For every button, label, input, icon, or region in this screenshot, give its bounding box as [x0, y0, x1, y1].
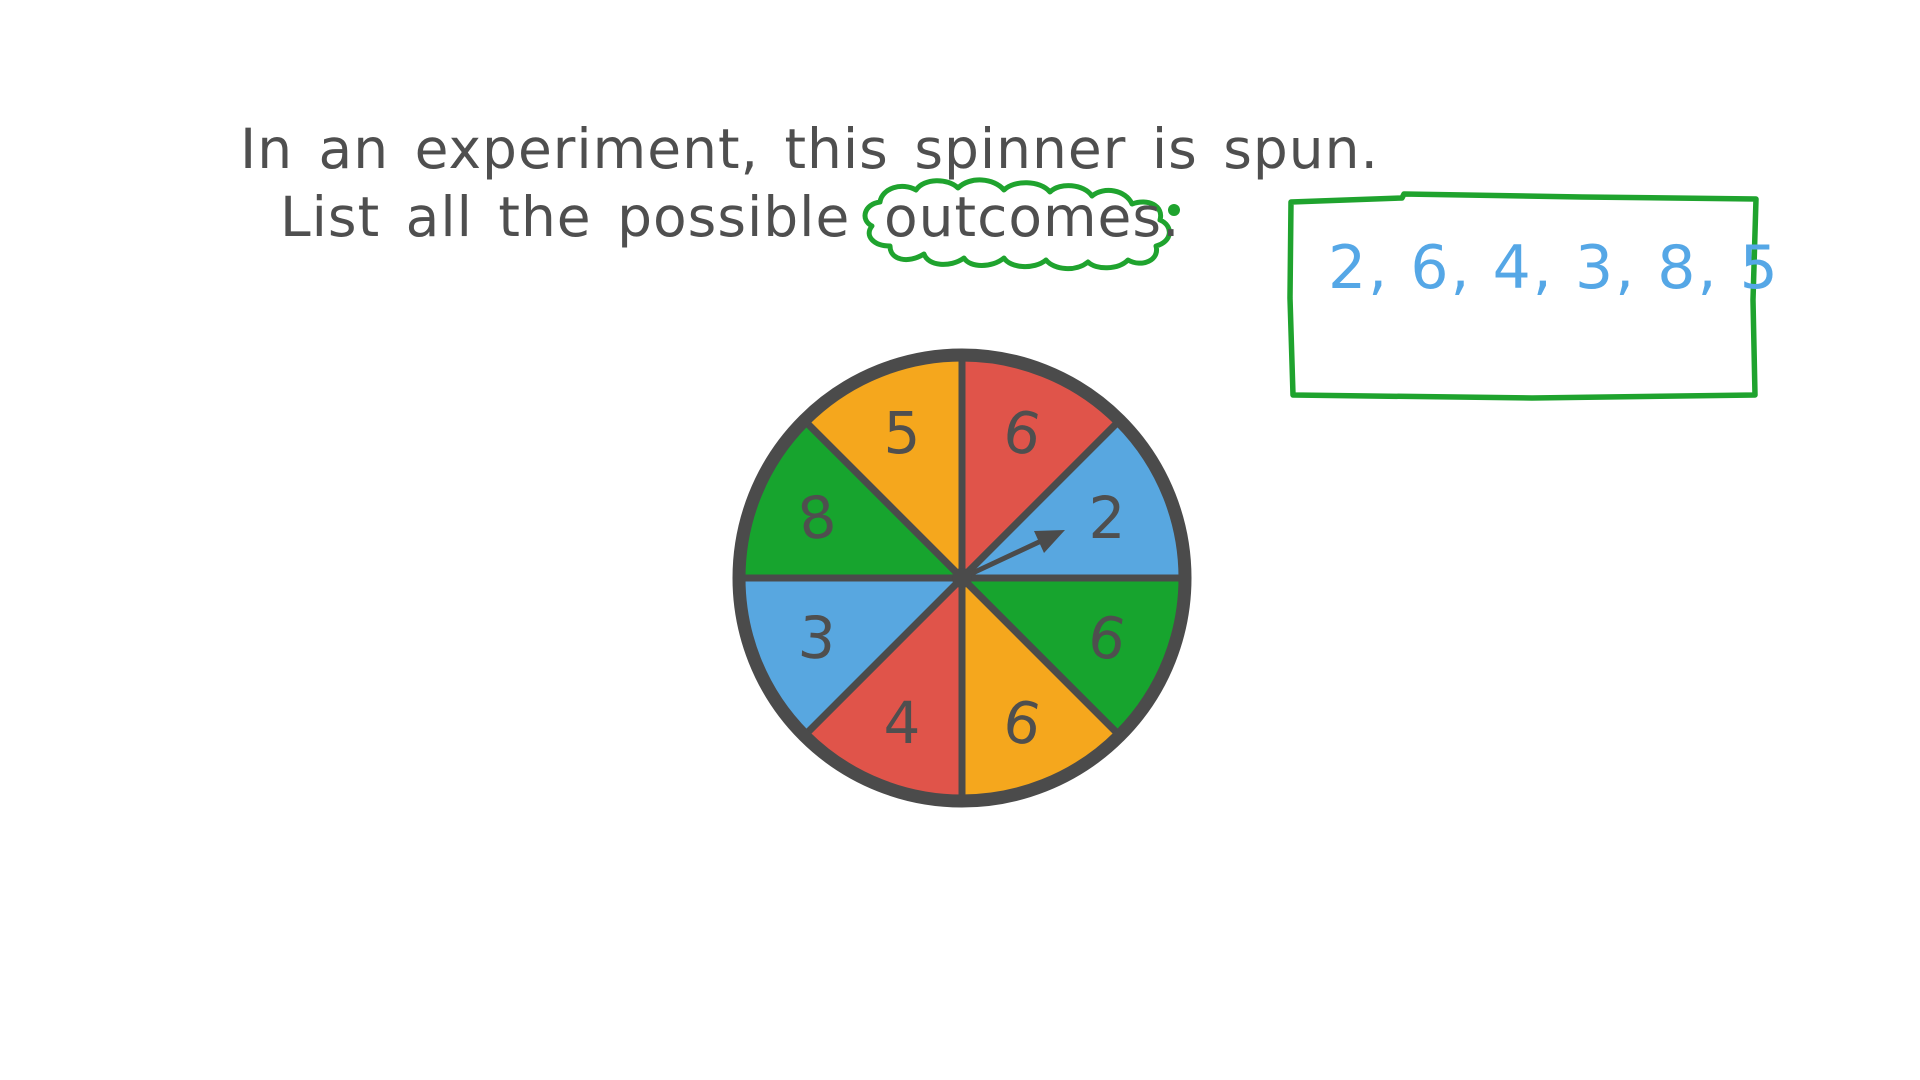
- answer-box-outline: [1287, 191, 1759, 401]
- outcomes-highlight: outcomes.: [858, 174, 1194, 274]
- question-line-2: List all the possible: [280, 185, 851, 249]
- cloud-pen-dot: [1168, 204, 1180, 216]
- question-line-1: In an experiment, this spinner is spun.: [240, 117, 1379, 181]
- answer-box-border: [1287, 191, 1759, 401]
- question-line-2-highlight: outcomes.: [884, 185, 1181, 249]
- spinner-sector-label-4: 4: [883, 689, 920, 757]
- spinner-sector-label-3: 3: [796, 603, 838, 673]
- cloud-outline: [862, 177, 1172, 271]
- cloud-highlight-icon: [862, 177, 1180, 271]
- answer-box: 2, 6, 4, 3, 8, 5: [1282, 190, 1778, 408]
- spinner-hub: [952, 568, 972, 588]
- spinner-arrow: [952, 530, 1065, 588]
- spinner-sector-label-5: 5: [883, 399, 920, 467]
- answer-text: 2, 6, 4, 3, 8, 5: [1328, 233, 1780, 303]
- spinner-arrow-head: [1034, 530, 1065, 553]
- spinner-outer-ring: [732, 348, 1192, 808]
- spinner-arrow-shaft: [959, 539, 1042, 581]
- spinner-sector-label-2: 2: [1089, 484, 1126, 552]
